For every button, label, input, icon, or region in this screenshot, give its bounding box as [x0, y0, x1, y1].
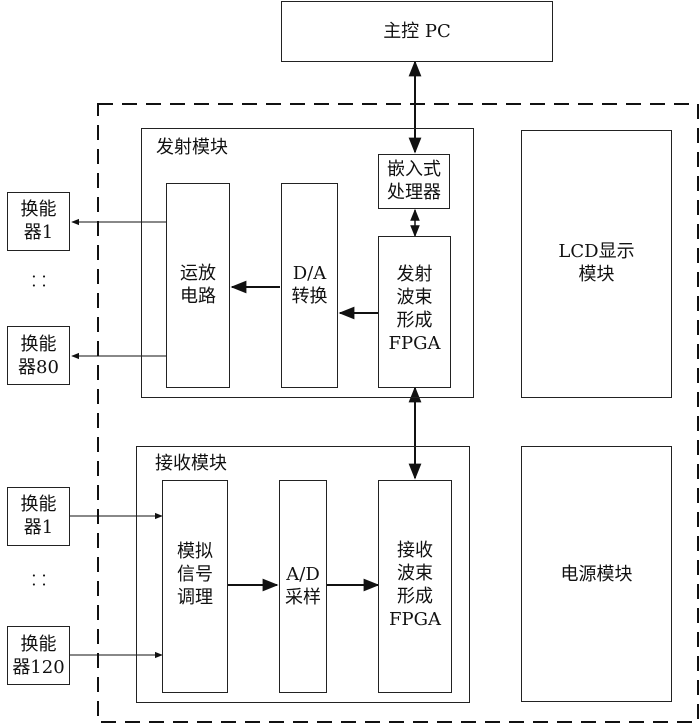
rx-fpga-label: 接收 波束 形成 FPGA [389, 540, 441, 630]
signal-conditioning-box: 模拟 信号 调理 [162, 480, 228, 693]
embedded-processor-box: 嵌入式 处理器 [378, 154, 450, 209]
lcd-module-label: LCD显示 模块 [558, 241, 635, 285]
tx-transducer-ellipsis: · · · · [31, 267, 47, 295]
rx-transducer-1: 换能 器1 [7, 487, 70, 546]
embedded-processor-label: 嵌入式 处理器 [387, 159, 441, 203]
rx-transducer-120: 换能 器120 [7, 626, 70, 685]
tx-transducer-1: 换能 器1 [7, 192, 70, 251]
da-converter-label: D/A 转换 [291, 263, 328, 307]
tx-module-title: 发射模块 [156, 137, 228, 158]
tx-transducer-80-label: 换能 器80 [18, 334, 59, 378]
host-pc-label: 主控 PC [383, 21, 451, 42]
power-module-box: 电源模块 [521, 446, 672, 702]
ad-sampler-label: A/D 采样 [285, 564, 321, 608]
system-boundary [97, 103, 699, 723]
host-pc-box: 主控 PC [281, 1, 553, 62]
amp-circuit-label: 运放 电路 [180, 263, 216, 307]
tx-fpga-label: 发射 波束 形成 FPGA [388, 264, 441, 354]
lcd-module-box: LCD显示 模块 [521, 130, 672, 398]
amp-circuit-box: 运放 电路 [166, 183, 230, 388]
tx-transducer-80: 换能 器80 [7, 326, 70, 385]
rx-transducer-120-label: 换能 器120 [12, 634, 65, 678]
tx-fpga-box: 发射 波束 形成 FPGA [378, 236, 451, 388]
tx-module: 发射模块 [141, 128, 474, 398]
rx-fpga-box: 接收 波束 形成 FPGA [378, 480, 452, 693]
power-module-label: 电源模块 [560, 564, 633, 585]
signal-conditioning-label: 模拟 信号 调理 [177, 541, 213, 608]
ad-sampler-box: A/D 采样 [279, 480, 327, 693]
rx-module: 接收模块 [136, 446, 470, 703]
rx-transducer-ellipsis: · · · · [31, 566, 47, 594]
rx-module-title: 接收模块 [155, 453, 227, 474]
da-converter-box: D/A 转换 [281, 183, 338, 388]
rx-transducer-1-label: 换能 器1 [20, 494, 57, 538]
tx-transducer-1-label: 换能 器1 [20, 199, 57, 243]
